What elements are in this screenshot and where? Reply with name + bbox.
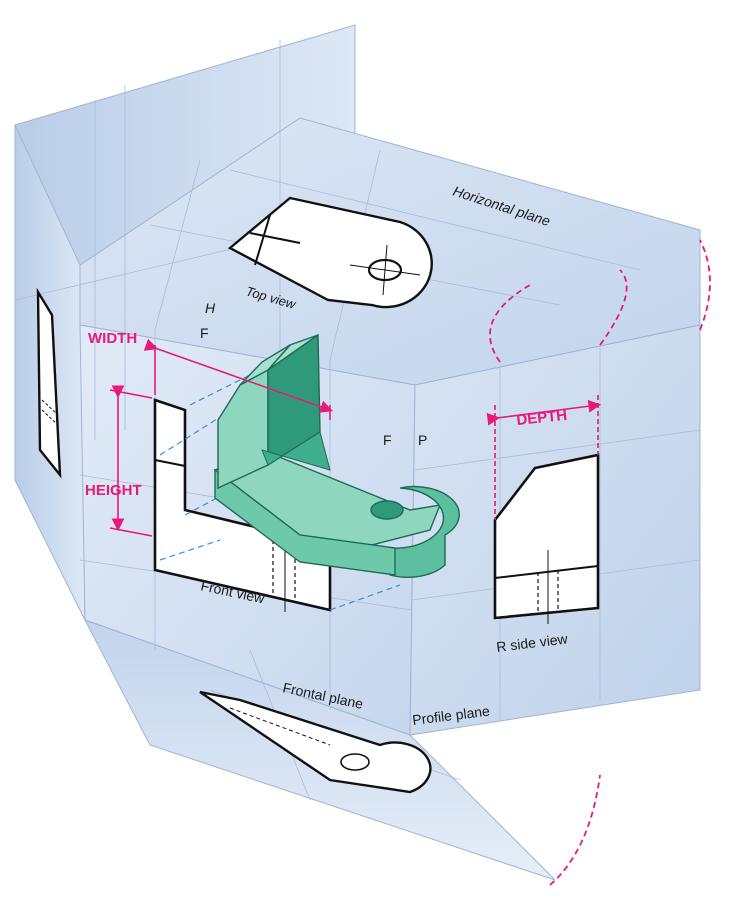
depth-dimension [486, 395, 602, 520]
left-side-hidden-lines [41, 399, 59, 426]
width-dimension [143, 338, 334, 420]
height-dimension [109, 385, 153, 537]
fold-line-h: H [205, 300, 216, 316]
fold-line-f-side: F [383, 432, 392, 448]
depth-label: DEPTH [516, 407, 568, 429]
height-label: HEIGHT [85, 482, 142, 499]
right-side-view-drawing [493, 453, 600, 624]
fold-line-p: P [418, 432, 427, 448]
fold-line-f-top: F [200, 325, 209, 341]
width-label: WIDTH [88, 330, 137, 347]
bottom-view-drawing [199, 690, 432, 794]
top-view-drawing [227, 196, 433, 309]
fold-arcs [489, 239, 711, 886]
left-side-view [36, 287, 62, 479]
